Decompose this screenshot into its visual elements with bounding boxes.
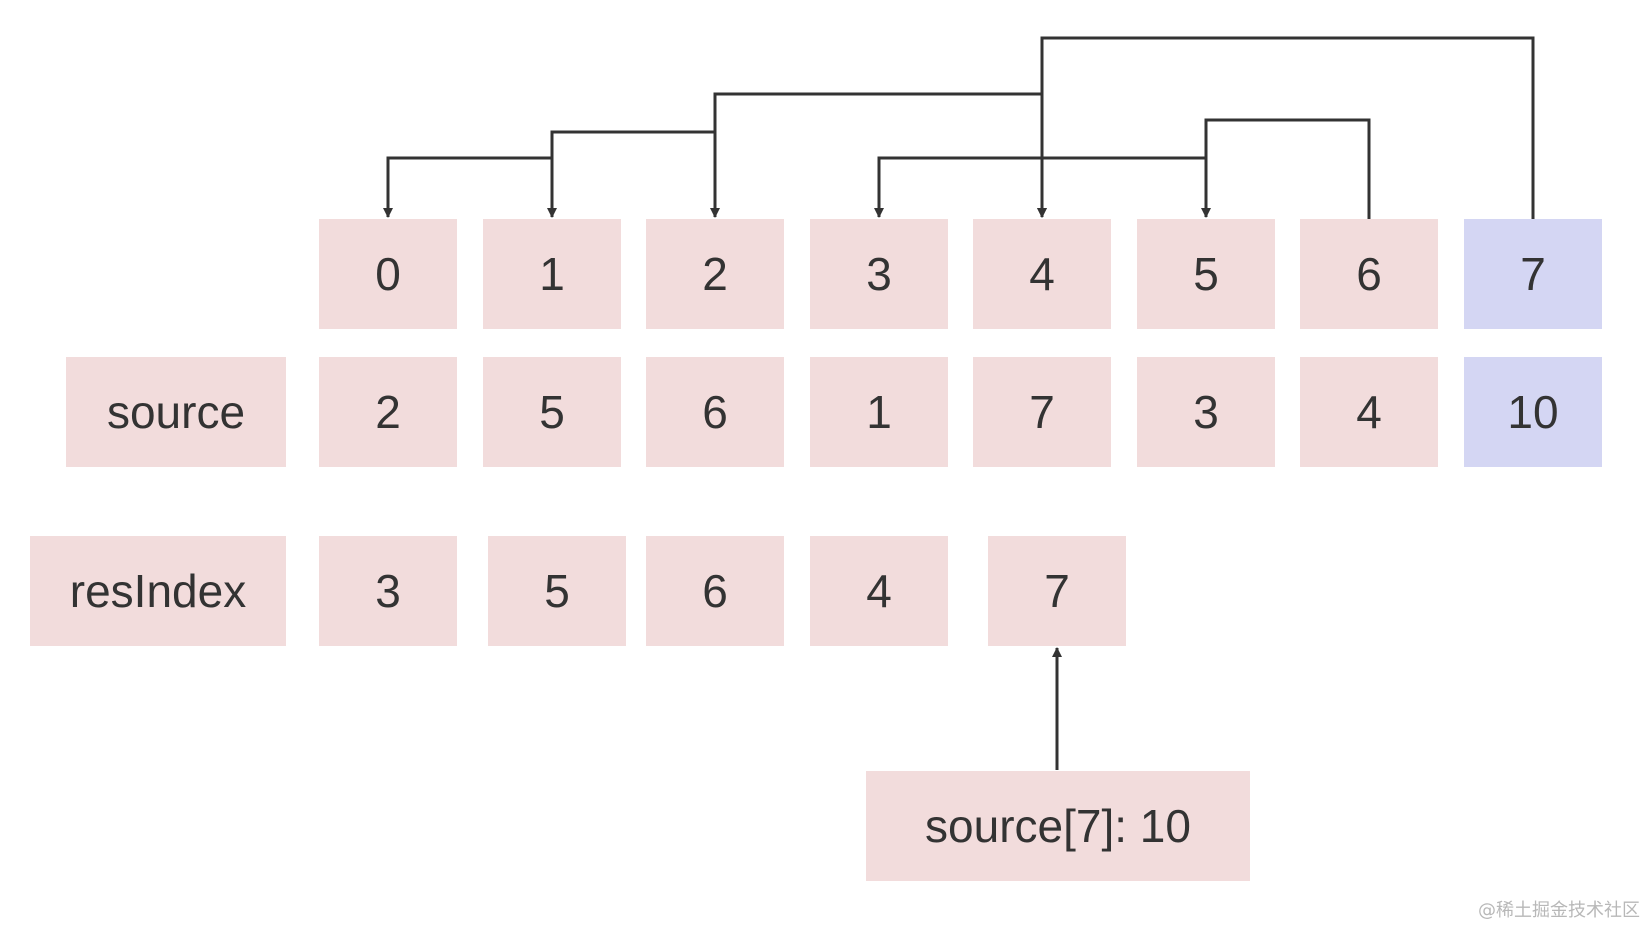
index-cell-box [973, 219, 1111, 329]
resindex-cell-box [810, 536, 948, 646]
pointer-label: source[7]: 10 [925, 800, 1191, 852]
index-cell-box [319, 219, 457, 329]
link-arrow [1037, 156, 1206, 218]
source-cell: 7 [1029, 386, 1055, 438]
source-cell: 6 [702, 386, 728, 438]
link-arrow [1201, 118, 1371, 219]
resindex-cell-box [319, 536, 457, 646]
index-cell-box [1300, 219, 1438, 329]
index-cell: 0 [375, 248, 401, 300]
link-arrow [547, 130, 715, 218]
index-row: 0 1 2 3 4 5 6 7 [319, 219, 1602, 329]
resindex-cell-box [646, 536, 784, 646]
resindex-cell-box [988, 536, 1126, 646]
resindex-label-box [30, 536, 286, 646]
resindex-row: resIndex 3 5 6 4 7 [30, 536, 1126, 646]
index-cell-box [1137, 219, 1275, 329]
watermark: @稀土掘金技术社区 [1478, 900, 1640, 921]
source-cell: 4 [1356, 386, 1382, 438]
source-label-box [66, 357, 286, 467]
source-cell-box [810, 357, 948, 467]
index-links [383, 36, 1535, 219]
source-cell: 5 [539, 386, 565, 438]
source-cell: 2 [375, 386, 401, 438]
link-arrow [383, 156, 552, 218]
source-cell-box [1464, 357, 1602, 467]
source-cell: 1 [866, 386, 892, 438]
resindex-cell: 4 [866, 565, 892, 617]
source-label: source [107, 386, 245, 438]
index-cell: 4 [1029, 248, 1055, 300]
resindex-label: resIndex [70, 565, 246, 617]
index-cell: 2 [702, 248, 728, 300]
index-cell-box [1464, 219, 1602, 329]
source-row: source 2 5 6 1 7 3 4 10 [66, 357, 1602, 467]
index-cell: 7 [1520, 248, 1546, 300]
index-cell-box [810, 219, 948, 329]
source-cell: 10 [1507, 386, 1558, 438]
source-cell-box [646, 357, 784, 467]
source-cell-box [319, 357, 457, 467]
index-cell: 5 [1193, 248, 1219, 300]
link-arrow [1037, 36, 1535, 219]
index-cell-box [646, 219, 784, 329]
source-cell: 3 [1193, 386, 1219, 438]
index-cell: 6 [1356, 248, 1382, 300]
index-cell: 3 [866, 248, 892, 300]
source-cell-box [483, 357, 621, 467]
index-cell: 1 [539, 248, 565, 300]
resindex-cell-box [488, 536, 626, 646]
source-cell-box [973, 357, 1111, 467]
source-cell-box [1137, 357, 1275, 467]
resindex-cell: 5 [544, 565, 570, 617]
pointer-box [866, 771, 1250, 881]
pointer-group: source[7]: 10 [866, 647, 1250, 881]
index-cell-box [483, 219, 621, 329]
resindex-cell: 7 [1044, 565, 1070, 617]
source-cell-box [1300, 357, 1438, 467]
resindex-cell: 3 [375, 565, 401, 617]
link-arrow [710, 92, 1042, 218]
resindex-cell: 6 [702, 565, 728, 617]
